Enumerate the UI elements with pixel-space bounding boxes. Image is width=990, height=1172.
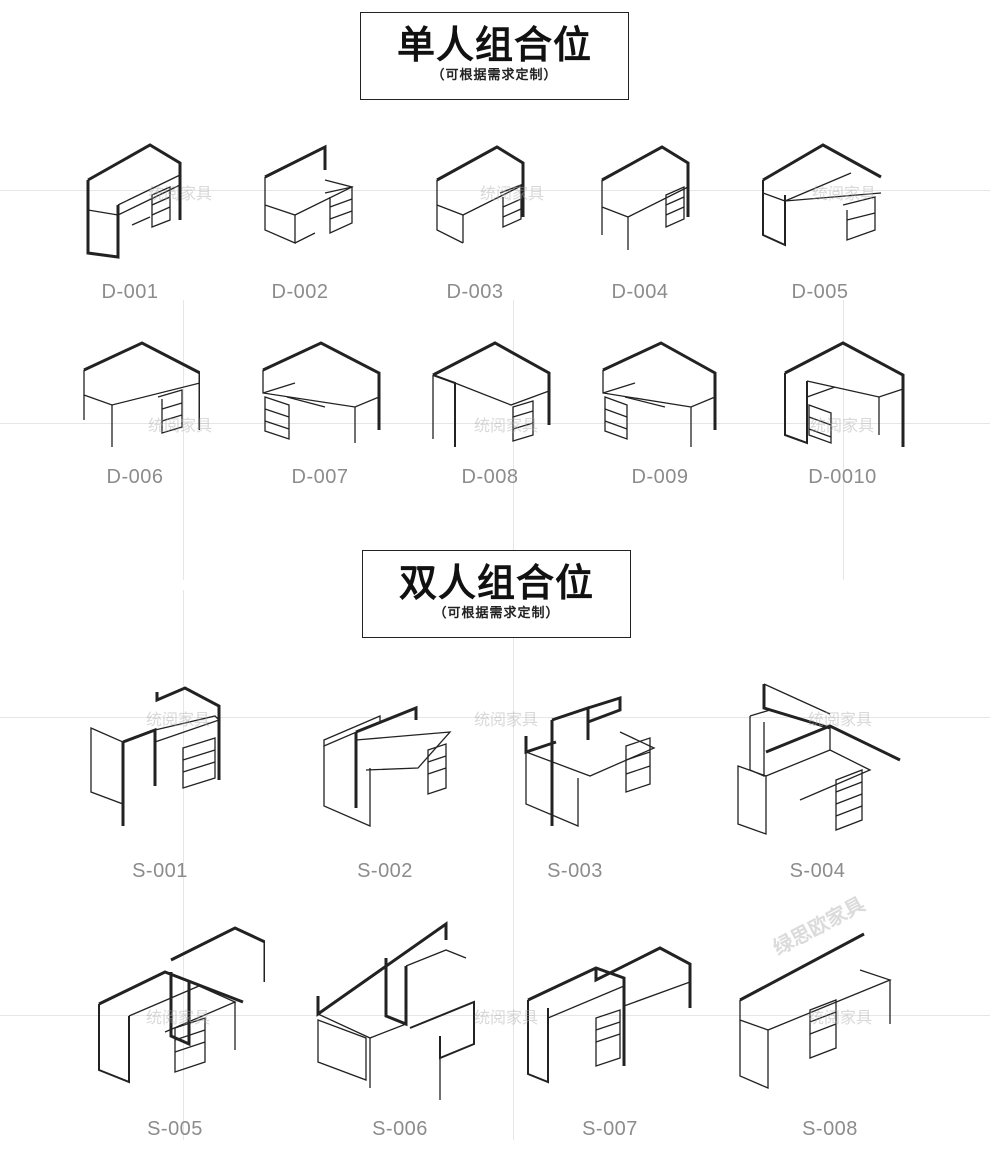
- product-code: S-005: [147, 1118, 203, 1140]
- product-code: S-008: [802, 1118, 858, 1140]
- product-item[interactable]: S-003: [490, 680, 660, 890]
- product-item[interactable]: S-004: [730, 680, 905, 890]
- guide-line: [0, 1015, 990, 1016]
- guide-line: [513, 590, 514, 1140]
- guide-line: [843, 300, 844, 580]
- guide-line: [0, 190, 990, 191]
- product-code: D-005: [791, 281, 849, 303]
- product-code: S-007: [582, 1118, 638, 1140]
- product-item[interactable]: D-008: [425, 335, 555, 495]
- product-item[interactable]: D-009: [595, 335, 725, 495]
- product-item[interactable]: D-006: [70, 335, 200, 495]
- product-item[interactable]: D-001: [70, 135, 190, 305]
- product-code: D-004: [611, 281, 669, 303]
- product-item[interactable]: D-007: [255, 335, 385, 495]
- product-code: D-002: [271, 281, 329, 303]
- single-section-title-box: 单人组合位 （可根据需求定制）: [360, 12, 629, 100]
- product-code: D-006: [106, 466, 164, 488]
- product-code: S-002: [357, 860, 413, 882]
- product-code: S-001: [132, 860, 188, 882]
- product-item[interactable]: D-005: [755, 135, 885, 305]
- product-item[interactable]: S-008: [730, 920, 930, 1150]
- product-code: D-007: [291, 466, 349, 488]
- product-code: D-003: [446, 281, 504, 303]
- product-item[interactable]: S-005: [85, 920, 265, 1150]
- product-item[interactable]: D-003: [415, 135, 535, 305]
- product-code: D-009: [631, 466, 689, 488]
- single-section-subtitle: （可根据需求定制）: [431, 68, 558, 83]
- product-code: S-006: [372, 1118, 428, 1140]
- single-section-title: 单人组合位: [396, 23, 592, 67]
- product-item[interactable]: S-006: [310, 920, 490, 1150]
- product-code: D-0010: [808, 466, 877, 488]
- double-section-title: 双人组合位: [398, 561, 594, 605]
- product-item[interactable]: D-004: [580, 135, 700, 305]
- guide-line: [183, 300, 184, 580]
- guide-line: [0, 717, 990, 718]
- product-item[interactable]: S-007: [520, 920, 700, 1150]
- product-code: S-003: [547, 860, 603, 882]
- guide-line: [183, 590, 184, 1140]
- product-item[interactable]: S-002: [310, 680, 460, 890]
- product-item[interactable]: D-0010: [775, 335, 910, 495]
- product-item[interactable]: S-001: [85, 680, 235, 890]
- double-section-subtitle: （可根据需求定制）: [433, 606, 560, 621]
- product-item[interactable]: D-002: [240, 135, 360, 305]
- product-code: D-001: [101, 281, 159, 303]
- double-section-title-box: 双人组合位 （可根据需求定制）: [362, 550, 631, 638]
- product-code: D-008: [461, 466, 519, 488]
- product-code: S-004: [789, 860, 846, 882]
- guide-line: [0, 423, 990, 424]
